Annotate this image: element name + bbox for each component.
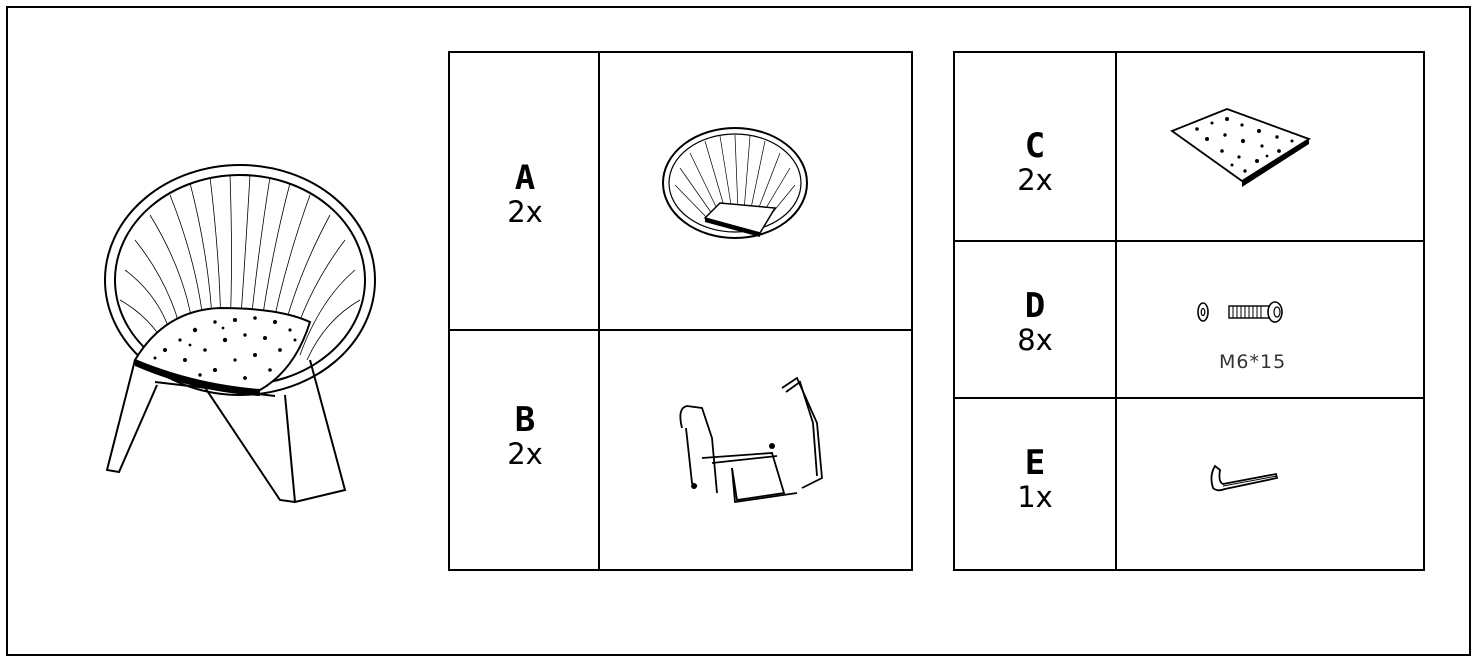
part-label-a: A 2x bbox=[480, 158, 570, 229]
parts-table-left: A 2x B 2x bbox=[448, 51, 913, 571]
chair-frame-icon bbox=[679, 376, 823, 504]
cushion-icon bbox=[1170, 108, 1312, 187]
column-divider bbox=[1115, 53, 1117, 569]
part-label-c: C 2x bbox=[990, 126, 1080, 197]
part-quantity: 2x bbox=[507, 436, 543, 471]
row-divider bbox=[955, 240, 1423, 242]
part-letter: C bbox=[1024, 126, 1046, 166]
part-letter: A bbox=[514, 158, 536, 198]
part-letter: D bbox=[1024, 286, 1046, 326]
row-divider bbox=[450, 329, 911, 331]
parts-table-right: C 2x D 8x M6*15 E 1x bbox=[953, 51, 1425, 571]
column-divider bbox=[598, 53, 600, 569]
assembled-chair-icon bbox=[104, 164, 376, 504]
row-divider bbox=[955, 397, 1423, 399]
part-quantity: 1x bbox=[1017, 479, 1053, 514]
part-label-b: B 2x bbox=[480, 400, 570, 471]
chair-seat-icon bbox=[662, 127, 808, 239]
part-label-d: D 8x bbox=[990, 286, 1080, 357]
bolt-washer-icon bbox=[1197, 301, 1283, 323]
part-label-e: E 1x bbox=[990, 443, 1080, 514]
part-quantity: 8x bbox=[1017, 322, 1053, 357]
part-letter: E bbox=[1024, 443, 1046, 483]
bolt-spec: M6*15 bbox=[1219, 351, 1287, 373]
part-quantity: 2x bbox=[507, 194, 543, 229]
part-letter: B bbox=[514, 400, 536, 440]
part-quantity: 2x bbox=[1017, 162, 1053, 197]
allen-key-icon bbox=[1210, 464, 1279, 492]
